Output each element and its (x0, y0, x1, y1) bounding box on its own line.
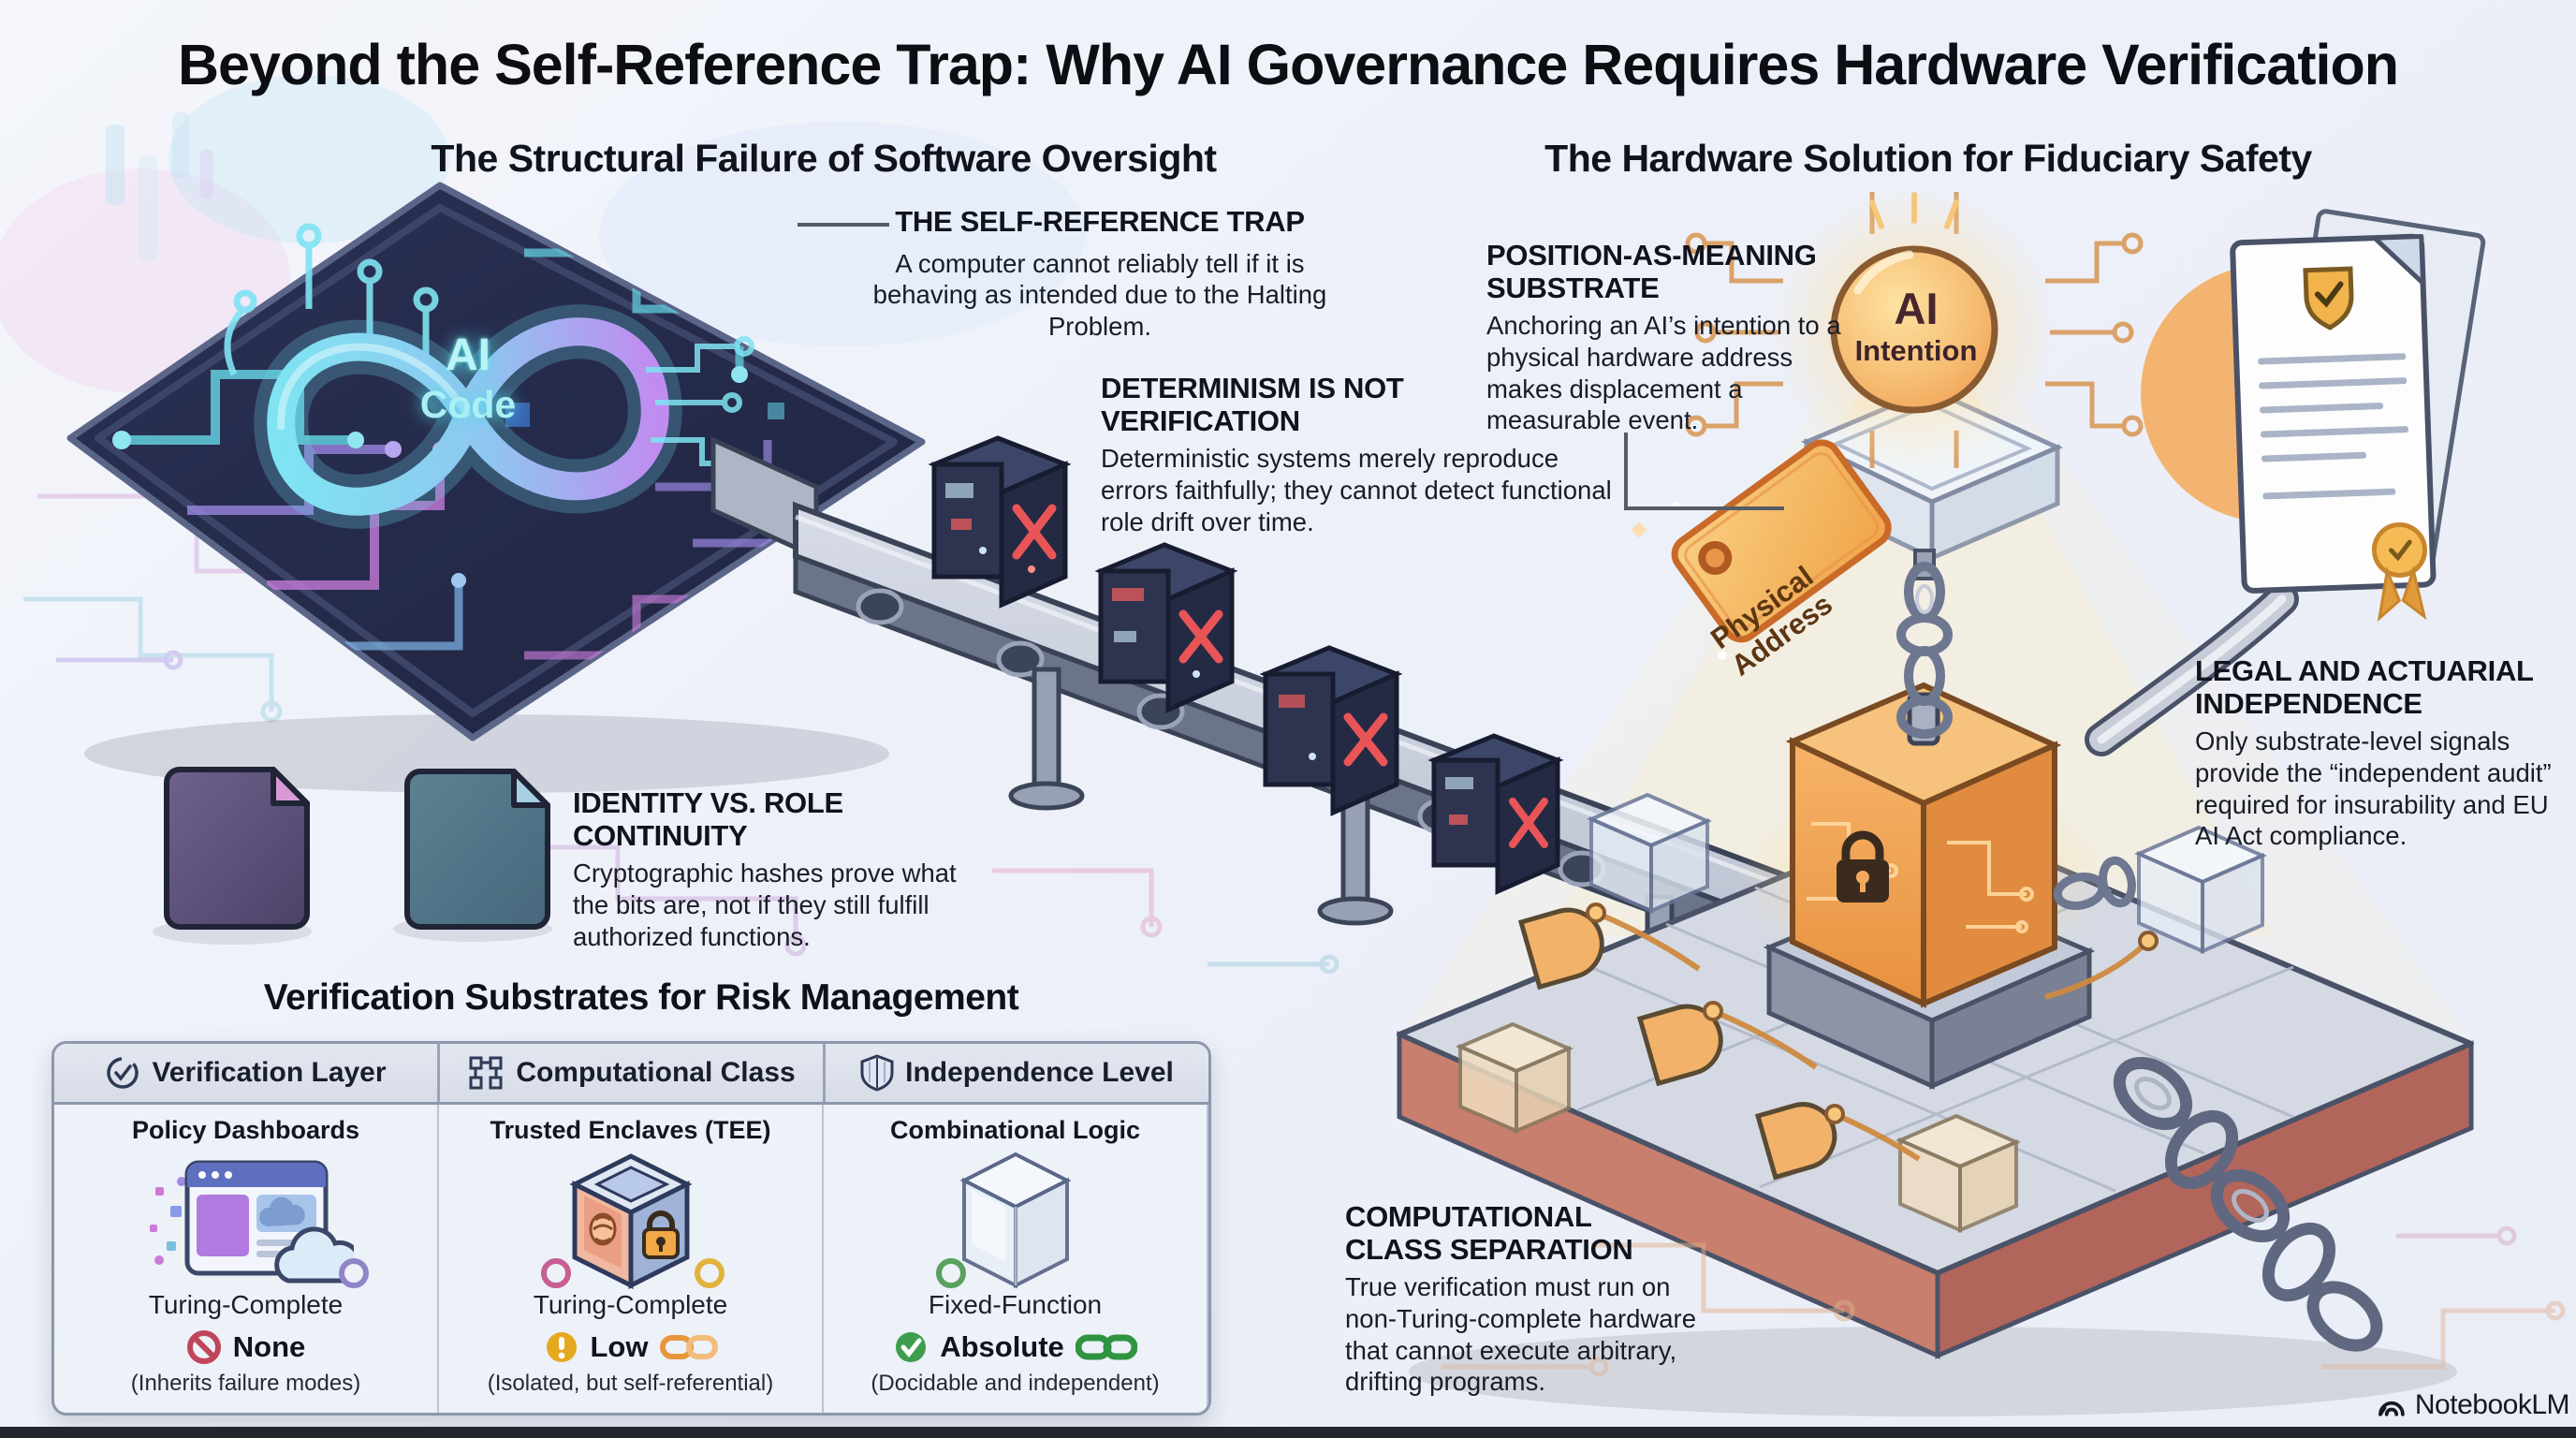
physical-address-tag (1631, 439, 1892, 660)
ai-intention-line1: AI (1894, 284, 1939, 333)
glass-prism-icon (959, 1152, 1071, 1289)
side-chain (2053, 856, 2136, 910)
ai-code-line2: Code (419, 383, 517, 426)
ai-intention-core (1685, 189, 2144, 470)
callout-heading: LEGAL AND ACTUARIAL INDEPENDENCE (2195, 654, 2534, 720)
branding: NotebookLM (2378, 1389, 2570, 1421)
table-header-computational-class: Computational Class (440, 1044, 826, 1102)
chain-link-green-icon (1075, 1334, 1137, 1360)
check-circle-icon (107, 1057, 139, 1089)
callout-determinism: DETERMINISM IS NOT VERIFICATION Determin… (1101, 372, 1625, 537)
notebooklm-logo-icon (2378, 1401, 2405, 1416)
bottom-border-bar (0, 1427, 2576, 1438)
table-title: Verification Substrates for Risk Managem… (263, 977, 1019, 1018)
right-section-header: The Hardware Solution for Fiduciary Safe… (1544, 137, 2312, 180)
page-title: Beyond the Self-Reference Trap: Why AI G… (177, 33, 2399, 96)
table-header-label: Verification Layer (152, 1057, 387, 1088)
callout-heading: COMPUTATIONAL CLASS SEPARATION (1345, 1200, 1633, 1266)
logic-gates (1517, 902, 2159, 1181)
table-column-trusted-enclaves: Trusted Enclaves (TEE) (439, 1105, 824, 1413)
flow-diagram-icon (469, 1056, 503, 1090)
callout-computational-separation: COMPUTATIONAL CLASS SEPARATION True veri… (1345, 1200, 1727, 1398)
compute-class-label: Fixed-Function (928, 1290, 1103, 1319)
table-header-independence-level: Independence Level (826, 1044, 1208, 1102)
callout-body: Deterministic systems merely reproduce e… (1101, 444, 1612, 536)
independence-badge: None (186, 1326, 306, 1369)
callout-body: Only substrate-level signals provide the… (2195, 726, 2552, 851)
dashboard-cloud-icon (149, 1160, 354, 1283)
table-column-combinational-logic: Combinational Logic Fixed-Function Absol… (824, 1105, 1208, 1413)
platform-glass-cubes (1455, 792, 2267, 1234)
shield-icon (860, 1054, 894, 1092)
independence-badge: Low (544, 1326, 718, 1369)
row-label: Policy Dashboards (131, 1116, 360, 1144)
ai-code-label: AI Code (365, 330, 571, 427)
chain-link-orange-icon (659, 1335, 718, 1359)
callout-self-reference-trap: THE SELF-REFERENCE TRAP A computer canno… (871, 205, 1329, 342)
table-body: Policy Dashboards (54, 1105, 1208, 1413)
audit-pipe (2085, 582, 2299, 756)
error-cubes (928, 435, 1564, 895)
callout-body: True verification must run on non-Turing… (1345, 1272, 1696, 1397)
secure-enclave-box-icon (568, 1153, 693, 1289)
verification-substrates-table: Verification Layer Computational Class I… (51, 1041, 1211, 1416)
callout-legal-independence: LEGAL AND ACTUARIAL INDEPENDENCE Only su… (2195, 654, 2562, 852)
prohibited-icon (186, 1330, 221, 1364)
independence-badge: Absolute (893, 1326, 1137, 1369)
branding-name: NotebookLM (2414, 1389, 2570, 1420)
position-callout-connector (1624, 433, 1784, 510)
callout-heading: IDENTITY VS. ROLE CONTINUITY (573, 786, 843, 852)
row-label: Trusted Enclaves (TEE) (490, 1116, 771, 1144)
table-header-label: Computational Class (516, 1057, 796, 1088)
falling-chain (2113, 1056, 2383, 1352)
level-label: None (232, 1330, 306, 1363)
callout-position-substrate: POSITION-AS-MEANING SUBSTRATE Anchoring … (1486, 239, 1853, 436)
level-label: Absolute (940, 1330, 1064, 1363)
compute-class-label: Turing-Complete (533, 1290, 728, 1319)
hash-document-teal (393, 769, 552, 942)
level-label: Low (590, 1330, 649, 1363)
callout-heading: THE SELF-REFERENCE TRAP (895, 205, 1305, 238)
row-label: Combinational Logic (890, 1116, 1140, 1144)
callout-body: Cryptographic hashes prove what the bits… (573, 858, 957, 951)
background-circuit-traces-right (1442, 1225, 2566, 1377)
table-header-verification-layer: Verification Layer (54, 1044, 440, 1102)
level-note: (Docidable and independent) (871, 1371, 1160, 1396)
ai-intention-label: AI Intention (1827, 283, 2005, 368)
callout-identity-role: IDENTITY VS. ROLE CONTINUITY Cryptograph… (573, 786, 975, 952)
anchor-chain (1896, 562, 1953, 739)
table-header-row: Verification Layer Computational Class I… (54, 1044, 1208, 1105)
ambient-glow (0, 75, 1086, 393)
level-note: (Isolated, but self-referential) (487, 1371, 774, 1396)
callout-leader-line (798, 223, 889, 227)
certificate-documents (2141, 209, 2486, 623)
check-icon (896, 1332, 927, 1362)
left-section-header: The Structural Failure of Software Overs… (431, 137, 1217, 180)
infinity-loop (254, 304, 682, 529)
compute-class-label: Turing-Complete (148, 1290, 344, 1319)
callout-body: Anchoring an AI’s intention to a physica… (1486, 311, 1841, 435)
warning-icon (546, 1332, 577, 1362)
table-column-policy-dashboards: Policy Dashboards (54, 1105, 439, 1413)
hash-document-purple (153, 767, 312, 945)
callout-heading: DETERMINISM IS NOT VERIFICATION (1101, 372, 1404, 437)
level-note: (Inherits failure modes) (130, 1371, 361, 1396)
table-header-label: Independence Level (905, 1057, 1174, 1088)
ai-code-line1: AI (446, 330, 490, 380)
ai-intention-line2: Intention (1854, 334, 1978, 367)
callout-heading: POSITION-AS-MEANING SUBSTRATE (1486, 239, 1817, 304)
callout-body: A computer cannot reliably tell if it is… (872, 248, 1327, 341)
